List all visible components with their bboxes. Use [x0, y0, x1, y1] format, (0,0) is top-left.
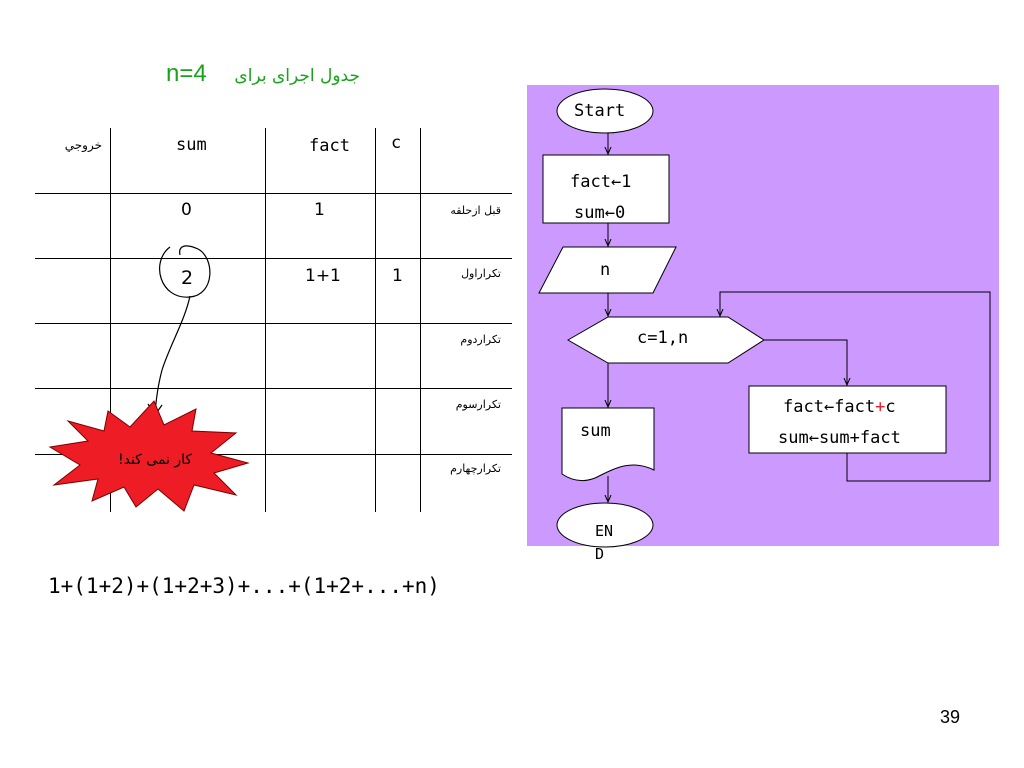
end-line1: EN [595, 522, 613, 540]
connector-loop-body [764, 340, 847, 385]
end-line2: D [595, 545, 604, 563]
page-number: 39 [940, 707, 960, 728]
series-formula: 1+(1+2)+(1+2+3)+...+(1+2+...+n) [48, 574, 440, 598]
body-line1-a: fact←fact [783, 397, 875, 417]
body-line2: sum←sum+fact [778, 428, 901, 448]
init-line1: fact←1 [570, 172, 631, 192]
output-document [562, 408, 654, 481]
input-label: n [600, 260, 610, 280]
body-line1-plus: + [875, 397, 885, 417]
loop-label: c=1,n [637, 328, 688, 348]
start-label: Start [574, 101, 625, 121]
body-line1-b: c [885, 397, 895, 417]
output-label: sum [580, 421, 611, 441]
init-line2: sum←0 [574, 203, 625, 223]
body-line1: fact←fact+c [783, 397, 896, 417]
